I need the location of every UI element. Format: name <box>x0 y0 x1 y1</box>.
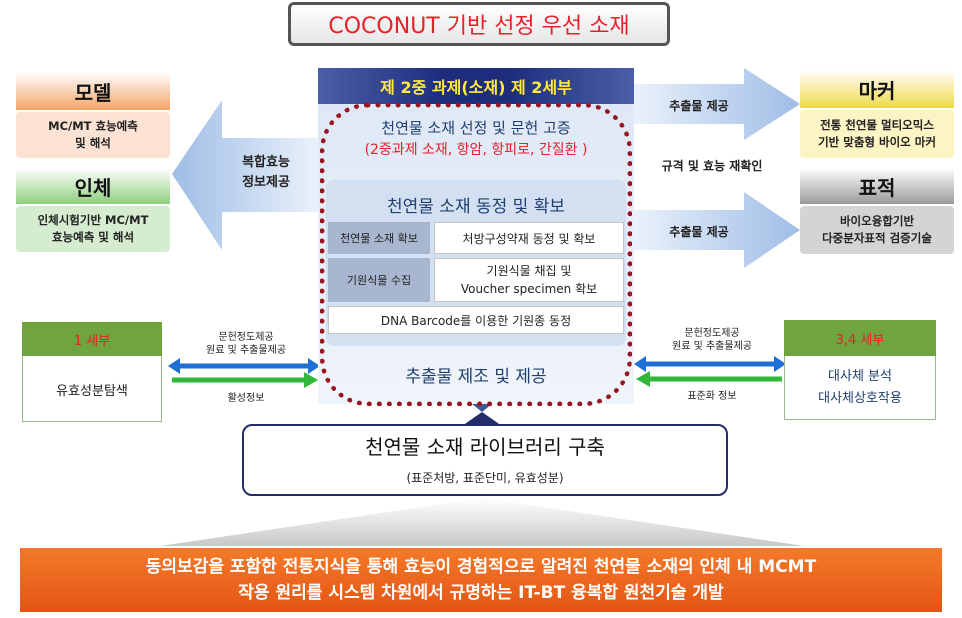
sub1-body: 유효성분탐색 <box>56 383 128 399</box>
sub1-head: 1 세부 <box>22 322 162 356</box>
right-arrow2-label: 규격 및 효능 재확인 <box>661 158 763 173</box>
marker-head: 마커 <box>800 70 954 108</box>
goal-banner-line2: 작용 원리를 시스템 차원에서 규명하는 IT-BT 융복합 원천기술 개발 <box>238 583 724 603</box>
center-dotted-outline <box>320 103 632 406</box>
model-head: 모델 <box>16 72 170 110</box>
goal-banner: 동의보감을 포함한 전통지식을 통해 효능이 경험적으로 알려진 천연물 소재의… <box>20 548 942 612</box>
row1-label: 천연물 소재 확보 <box>328 222 430 254</box>
goal-banner-line1: 동의보감을 포함한 전통지식을 통해 효능이 경험적으로 알려진 천연물 소재의… <box>145 557 817 577</box>
row1-value: 처방구성약재 동정 및 확보 <box>434 222 624 254</box>
marker-body-line1: 전통 천연물 멀티오믹스 <box>820 118 934 132</box>
sub34-head: 3,4 세부 <box>784 320 936 356</box>
left-arrow-label-line1: 복합효능 <box>242 155 290 170</box>
target-body-line1: 바이오융합기반 <box>839 214 915 228</box>
right-arrow3-label: 추출물 제공 <box>669 224 729 239</box>
right-blue-arrowhead <box>774 356 786 372</box>
center-header: 제 2중 과제(소재) 제 2세부 <box>318 68 634 104</box>
right-arrow1-label: 추출물 제공 <box>669 98 729 113</box>
sub34-body: 대사체 분석 대사체상호작용 <box>784 356 936 420</box>
sub1-top-label: 문헌정도제공 원료 및 추출물제공 <box>176 330 316 358</box>
model-body-line1: MC/MT 효능예측 <box>48 119 138 133</box>
left-arrow-label: 복합효능 정보제공 <box>218 150 314 196</box>
library-box <box>242 424 728 496</box>
row2-value: 기원식물 채집 및 Voucher specimen 확보 <box>434 258 624 302</box>
row2-value-line1: 기원식물 채집 및 <box>486 264 572 278</box>
sub1-top-label-line1: 문헌정도제공 <box>218 332 274 343</box>
marker-body: 전통 천연물 멀티오믹스 기반 맞춤형 바이오 마커 <box>800 110 954 158</box>
sub34-body-line1: 대사체 분석 <box>828 369 892 384</box>
human-body-line1: 인체시험기반 MC/MT <box>37 213 149 227</box>
page-title: COCONUT 기반 선정 우선 소재 <box>288 2 670 46</box>
banner-triangle <box>160 498 804 546</box>
library-pointer <box>462 412 502 426</box>
sub1-top-label-line2: 원료 및 추출물제공 <box>206 345 286 356</box>
target-head: 표적 <box>800 168 954 204</box>
library-subtitle: (표준처방, 표준단미, 유효성분) <box>406 470 564 485</box>
row2-value-line2: Voucher specimen 확보 <box>460 282 598 296</box>
human-head: 인체 <box>16 168 170 204</box>
library-title: 천연물 소재 라이브러리 구축 <box>365 434 605 459</box>
left-arrow-label-line2: 정보제공 <box>242 175 290 190</box>
row2-label: 기원식물 수집 <box>328 258 430 302</box>
sub34-body-line2: 대사체상호작용 <box>818 391 902 406</box>
section1-subtitle: (2중과제 소재, 항암, 항피로, 간질환 ) <box>364 142 588 158</box>
page-title-text: COCONUT 기반 선정 우선 소재 <box>328 14 630 39</box>
sub34-top-label-line2: 원료 및 추출물제공 <box>672 341 752 352</box>
center-header-text: 제 2중 과제(소재) 제 2세부 <box>380 78 572 97</box>
right-arrow-marker <box>634 68 800 140</box>
left-blue-arrowhead <box>168 358 180 374</box>
sub34-top-label: 문헌정도제공 원료 및 추출물제공 <box>642 326 782 354</box>
model-body: MC/MT 효능예측 및 해석 <box>16 112 170 158</box>
sub1-bottom-label: 활성정보 <box>227 392 265 404</box>
target-body: 바이오융합기반 다중분자표적 검증기술 <box>800 206 954 254</box>
human-body: 인체시험기반 MC/MT 효능예측 및 해석 <box>16 206 170 252</box>
sub34-bottom-label: 표준화 정보 <box>687 390 737 402</box>
section2-title: 천연물 소재 동정 및 확보 <box>386 196 565 217</box>
right-arrow-target <box>634 192 800 268</box>
left-green-arrowhead <box>304 372 318 388</box>
dna-barcode-row: DNA Barcode를 이용한 기원종 동정 <box>328 306 624 334</box>
marker-body-line2: 기반 맞춤형 바이오 마커 <box>818 135 936 149</box>
production-label: 추출물 제조 및 제공 <box>405 366 547 387</box>
right-green-arrowhead <box>636 371 650 387</box>
down-chevron <box>472 404 492 412</box>
sub34-top-label-line1: 문헌정도제공 <box>684 328 740 339</box>
section1-title: 천연물 소재 선정 및 문헌 고증 <box>381 118 571 137</box>
target-body-line2: 다중분자표적 검증기술 <box>822 231 932 245</box>
human-body-line2: 효능예측 및 해석 <box>51 230 135 244</box>
model-body-line2: 및 해석 <box>75 136 111 150</box>
left-info-arrow <box>172 100 318 250</box>
